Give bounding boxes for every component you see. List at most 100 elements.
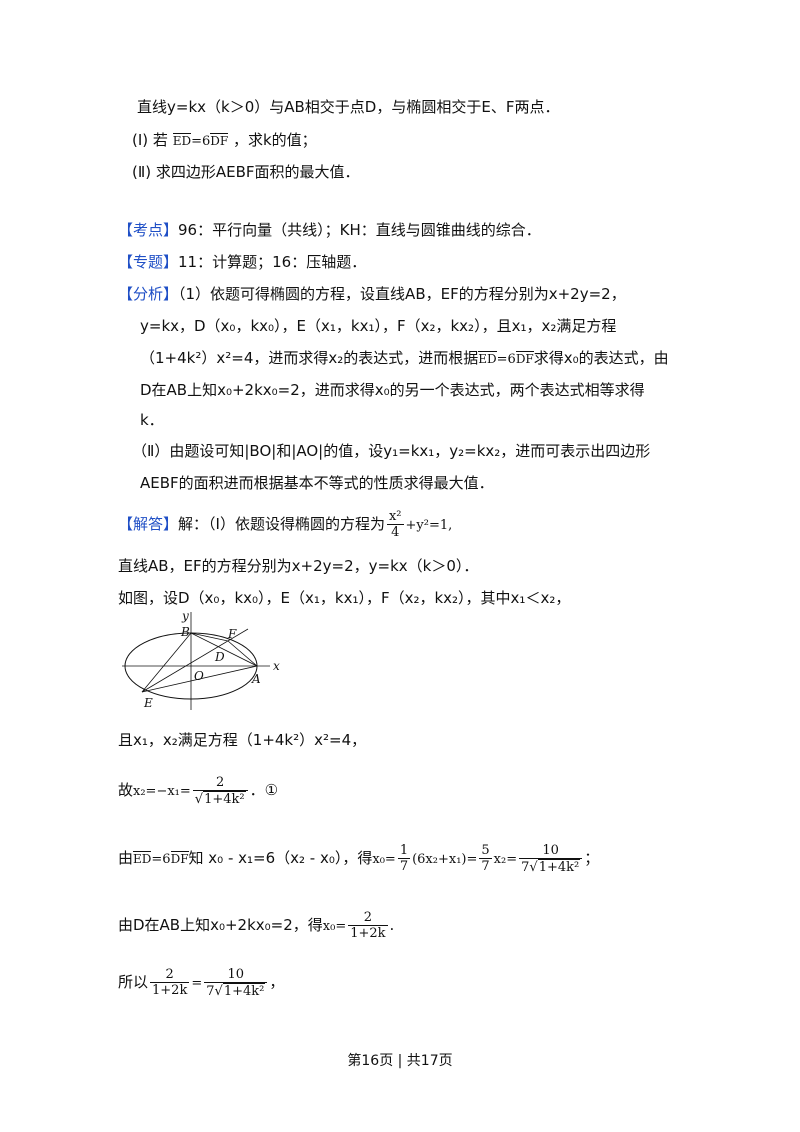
line-ab [190, 632, 258, 667]
jieda-line-5: 故x₂=−x₁=2√1+4k²．① [118, 770, 278, 812]
vector-df: DF [210, 133, 229, 148]
line8-equals: = [191, 976, 203, 991]
fenxi-line-7: AEBF的面积进而根据基本不等式的性质求得最大值． [140, 474, 494, 492]
line6-f3-numerator: 10 [542, 842, 559, 858]
line5-numerator: 2 [216, 774, 225, 790]
line5-denominator: √1+4k² [192, 789, 248, 807]
segment-bf [190, 632, 229, 642]
line6-f1-numerator: 1 [399, 843, 409, 858]
jieda-line-3: 如图，设D（x₀，kx₀），E（x₁，kx₁），F（x₂，kx₂），其中x₁＜x… [118, 589, 571, 607]
line5-radicand: 1+4k² [203, 790, 246, 807]
line5-fraction: 2√1+4k² [192, 774, 248, 807]
line6-f3-radicand: 1+4k² [537, 858, 581, 875]
fenxi-line-3: （1+4k²）x²=4，进而求得x₂的表达式，进而根据ED=6DF求得x₀的表达… [140, 348, 669, 370]
line5-equation: x₂=−x₁= [133, 784, 191, 799]
segment-ea [141, 665, 258, 693]
label-x: x [273, 659, 280, 673]
fenxi-text-3b: 求得x₀的表达式，由 [533, 349, 669, 367]
kaodian-text: 96：平行向量（共线）；KH：直线与圆锥曲线的综合． [178, 221, 541, 239]
line6-f3-coef: 7 [521, 859, 530, 875]
zhuanti-section: 【专题】11：计算题；16：压轴题． [118, 252, 366, 272]
vector-equals-6-2: =6 [496, 352, 516, 367]
ellipse-denominator: 4 [386, 524, 404, 540]
jieda-text-1: 解：（Ⅰ）依题设得椭圆的方程为 [178, 515, 385, 533]
vector-ed-3: ED [133, 851, 152, 866]
fenxi-line-1: 【分析】（1）依题可得椭圆的方程，设直线AB，EF的方程分别为x+2y=2， [118, 284, 626, 304]
label-d: D [214, 650, 225, 664]
zhuanti-tag: 【专题】 [118, 253, 179, 271]
problem-line-1: 直线y=kx（k＞0）与AB相交于点D，与椭圆相交于E、F两点． [137, 98, 560, 116]
ellipse-numerator: x² [388, 509, 402, 524]
fenxi-text-1: （1）依题可得椭圆的方程，设直线AB，EF的方程分别为x+2y=2， [178, 285, 626, 303]
line7-denominator: 1+2k [348, 925, 388, 941]
vector-equals-6: =6 [191, 134, 211, 149]
vector-df-3: DF [170, 851, 189, 866]
line8-prefix: 所以 [118, 973, 149, 991]
line8-f2-radicand: 1+4k² [222, 982, 266, 999]
line8-f1-numerator: 2 [165, 967, 174, 982]
part1-prefix: (Ⅰ) 若 [132, 131, 168, 149]
label-b: B [180, 625, 190, 639]
label-y: y [181, 609, 189, 623]
jieda-tag: 【解答】 [118, 515, 179, 533]
line6-eq1: x₀= [372, 852, 396, 867]
fenxi-line-2: y=kx，D（x₀，kx₀），E（x₁，kx₁），F（x₂，kx₂），且x₁，x… [140, 317, 617, 335]
fenxi-line-6: （Ⅱ）由题设可知|BO|和|AO|的值，设y₁=kx₁，y₂=kx₂，进而可表示… [132, 442, 651, 460]
vector-ed-2: ED [478, 351, 498, 366]
line8-f2-coef: 7 [206, 983, 215, 999]
line6-f3-denominator: 7√1+4k² [519, 857, 583, 875]
label-e: E [143, 696, 153, 710]
ellipse-figure: y x B F D O A E [122, 609, 280, 710]
line6-f2-numerator: 5 [481, 843, 490, 858]
kaodian-section: 【考点】96：平行向量（共线）；KH：直线与圆锥曲线的综合． [118, 220, 541, 240]
part1-suffix: ，求k的值； [232, 131, 317, 149]
line6-f1-denominator: 7 [397, 858, 411, 874]
vector-equals-6-3: =6 [151, 852, 171, 867]
line5-suffix: ．① [249, 781, 279, 799]
line7-numerator: 2 [363, 910, 373, 925]
jieda-line-4: 且x₁，x₂满足方程（1+4k²）x²=4， [118, 731, 367, 749]
line7-prefix: 由D在AB上知x₀+2kx₀=2，得 [118, 916, 323, 934]
fenxi-line-5: k． [140, 411, 164, 429]
line6-suffix: ； [584, 849, 600, 867]
line6-eq2: (6x₂+x₁)= [412, 852, 478, 867]
line7-eq: x₀= [322, 919, 347, 934]
line6-prefix: 由 [118, 849, 134, 867]
line6-middle: 知 x₀ - x₁=6（x₂ - x₀），得 [188, 849, 373, 867]
line6-f2-denominator: 7 [479, 858, 492, 874]
line8-f2-numerator: 10 [227, 966, 245, 982]
line6-eq3: x₂= [493, 852, 518, 867]
fenxi-tag: 【分析】 [118, 285, 179, 303]
vector-ed: ED [172, 133, 192, 148]
label-a: A [251, 672, 261, 686]
vector-df-2: DF [515, 351, 534, 366]
fenxi-line-4: D在AB上知x₀+2kx₀=2，进而求得x₀的另一个表达式，两个表达式相等求得 [140, 381, 645, 399]
fenxi-text-3a: （1+4k²）x²=4，进而求得x₂的表达式，进而根据 [140, 349, 479, 367]
label-f: F [227, 627, 237, 641]
page-footer: 第16页 | 共17页 [347, 1053, 453, 1069]
segment-fa [227, 640, 258, 667]
problem-part-2: (Ⅱ) 求四边形AEBF面积的最大值． [132, 163, 360, 181]
line7-suffix: . [389, 916, 395, 934]
ellipse-rest: +y²=1, [405, 518, 453, 533]
label-o: O [194, 669, 204, 683]
segment-eb [141, 632, 192, 693]
line-ef [141, 628, 249, 693]
line8-f2-denominator: 7√1+4k² [204, 981, 268, 999]
kaodian-tag: 【考点】 [118, 221, 179, 239]
problem-part-1: (Ⅰ) 若 ED=6DF ，求k的值； [132, 130, 317, 152]
zhuanti-text: 11：计算题；16：压轴题． [178, 253, 367, 271]
line8-f1-denominator: 1+2k [150, 982, 190, 998]
line5-prefix: 故 [118, 781, 134, 799]
jieda-line-2: 直线AB，EF的方程分别为x+2y=2，y=kx（k＞0）． [118, 557, 479, 575]
